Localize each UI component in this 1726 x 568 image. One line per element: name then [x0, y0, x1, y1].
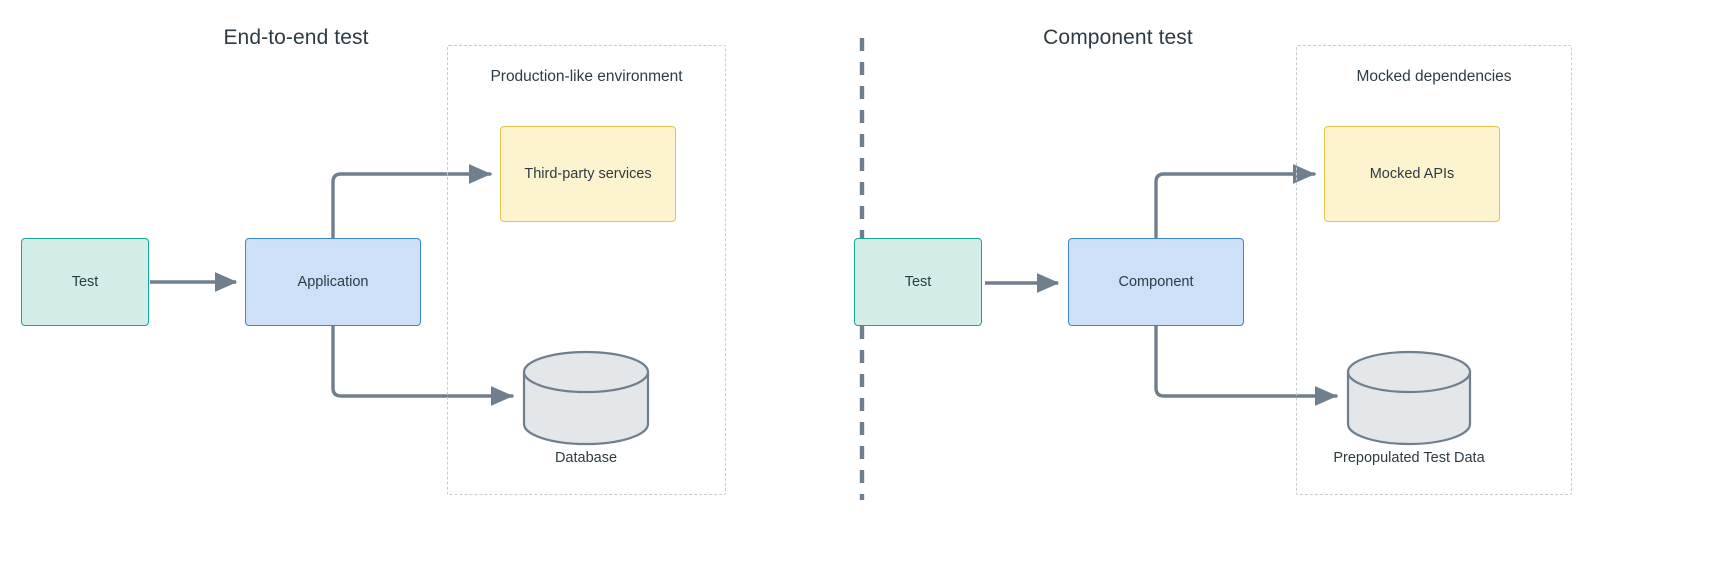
- label-database: Database: [554, 450, 618, 466]
- arrow-application-to-database: [331, 324, 514, 406]
- node-application[interactable]: Application: [245, 238, 421, 326]
- panel-title-right: Component test: [1043, 26, 1193, 49]
- database-cylinder-right: [1346, 350, 1472, 446]
- label-prepopulated-test-data: Prepopulated Test Data: [1333, 450, 1485, 466]
- node-third-party-services[interactable]: Third-party services: [500, 126, 676, 222]
- arrow-application-to-third-party: [331, 164, 492, 240]
- node-mocked-apis[interactable]: Mocked APIs: [1324, 126, 1500, 222]
- group-label-production-like-environment: Production-like environment: [490, 68, 683, 85]
- arrow-component-to-test-data: [1154, 324, 1338, 406]
- panel-title-left: End-to-end test: [223, 26, 369, 49]
- group-mocked-dependencies: [1296, 45, 1572, 495]
- database-cylinder-left: [522, 350, 650, 446]
- node-test-left[interactable]: Test: [21, 238, 149, 326]
- group-production-like-environment: [447, 45, 726, 495]
- node-test-right[interactable]: Test: [854, 238, 982, 326]
- group-label-mocked-dependencies: Mocked dependencies: [1356, 68, 1512, 85]
- arrow-component-to-mocked-apis: [1154, 164, 1316, 240]
- node-component[interactable]: Component: [1068, 238, 1244, 326]
